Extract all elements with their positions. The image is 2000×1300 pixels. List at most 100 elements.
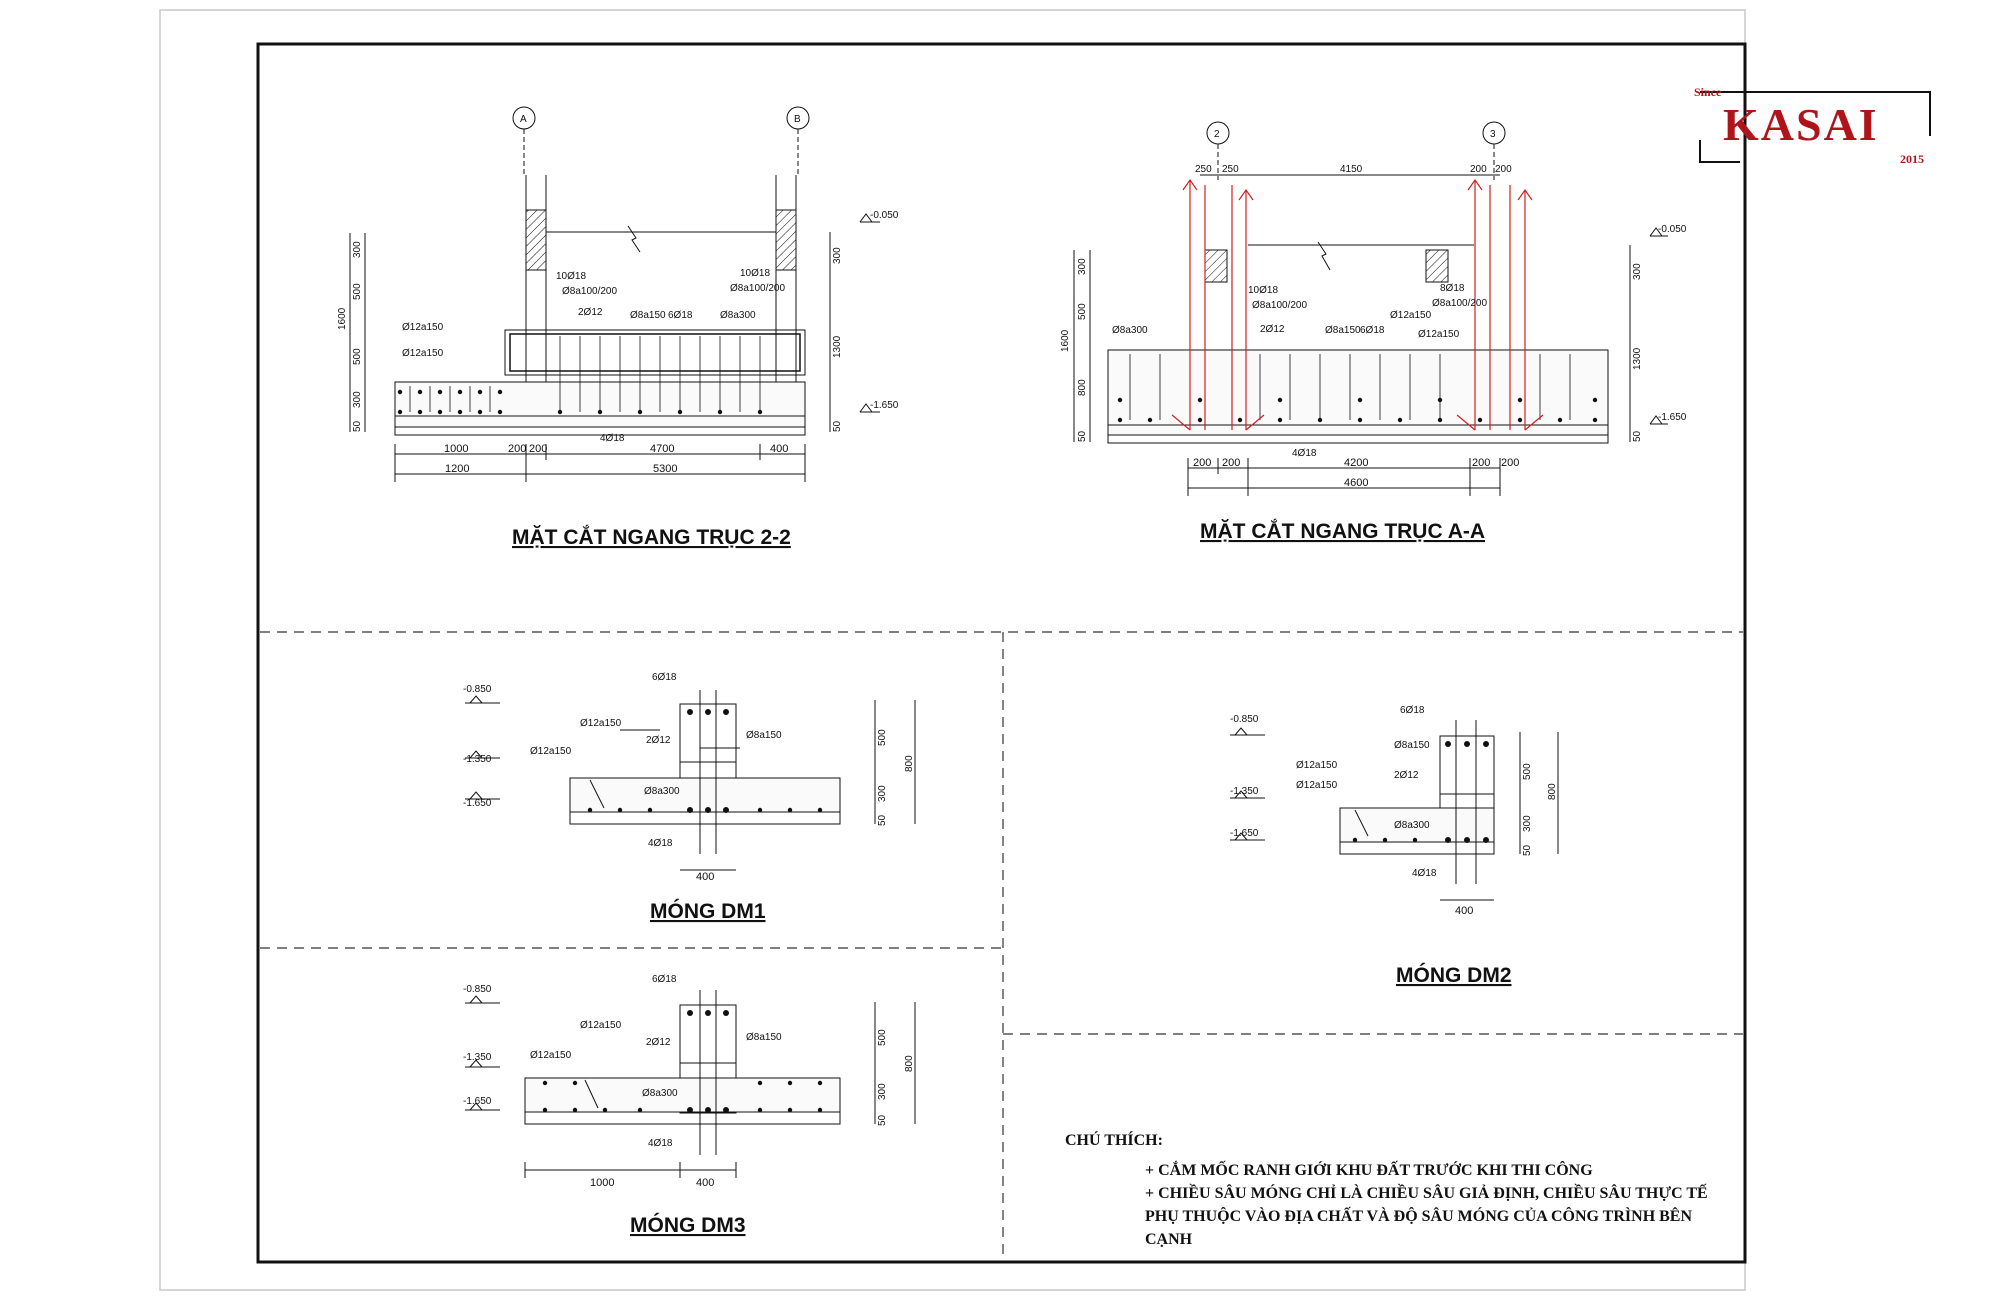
rebar-label: 6Ø18 — [1400, 705, 1425, 716]
notes-line-3: PHỤ THUỘC VÀO ĐỊA CHẤT VÀ ĐỘ SÂU MÓNG CỦ… — [1145, 1206, 1692, 1225]
dim-label: 500 — [352, 348, 363, 365]
dim-label: 500 — [877, 1029, 888, 1046]
rebar-label: 4Ø18 — [1412, 868, 1437, 879]
rebar-label: 2Ø12 — [646, 1037, 671, 1048]
dim-label: 50 — [352, 420, 363, 432]
rebar-label: Ø12a150 — [1390, 310, 1432, 321]
dim-label: 4600 — [1344, 477, 1368, 489]
dm3-title: MÓNG DM3 — [630, 1213, 746, 1237]
dim-label: 50 — [1632, 430, 1643, 442]
rebar-label: Ø12a150 — [402, 348, 444, 359]
rebar-label: Ø8a100/200 — [1432, 298, 1487, 309]
dim-label: 200 — [1193, 457, 1211, 469]
axis-2-label: 2 — [1214, 129, 1220, 140]
dim-label: 200 — [1470, 164, 1487, 175]
rebar-label: Ø8a100/200 — [1252, 300, 1307, 311]
rebar-label: 6Ø18 — [652, 672, 677, 683]
dim-label: 400 — [696, 871, 714, 883]
dim-label: 4700 — [650, 443, 674, 455]
rebar-label: Ø8a150 — [746, 1032, 782, 1043]
logo-since: Since — [1694, 85, 1722, 99]
rebar-label: Ø12a150 — [530, 1050, 572, 1061]
dim-label: 50 — [1077, 430, 1088, 442]
drawing-frame — [256, 42, 1747, 1264]
rebar-label: Ø12a150 — [1418, 329, 1460, 340]
rebar-label: Ø8a100/200 — [562, 286, 617, 297]
dim-label: 400 — [1455, 905, 1473, 917]
dm2-drawing — [1230, 720, 1559, 901]
rebar-label: Ø12a150 — [402, 322, 444, 333]
rebar-label: Ø12a150 — [580, 1020, 622, 1031]
level-label: -1.650 — [1230, 828, 1259, 839]
dim-label: 4200 — [1344, 457, 1368, 469]
dm1-dots — [587, 709, 823, 813]
level-label: -1.650 — [463, 1096, 492, 1107]
rebar-label: Ø8a100/200 — [730, 283, 785, 294]
section-a-a-dots — [1117, 397, 1598, 423]
dim-label: 300 — [352, 391, 363, 408]
section-a-a-title: MẶT CẮT NGANG TRỤC A-A — [1200, 519, 1485, 543]
rebar-label: 6Ø18 — [652, 974, 677, 985]
axis-3-label: 3 — [1490, 129, 1496, 140]
dim-label: 300 — [877, 785, 888, 802]
level-label: -0.850 — [463, 684, 492, 695]
dim-label: 1600 — [337, 307, 348, 330]
level-top: -0.050 — [1658, 224, 1687, 235]
dim-label: 300 — [1522, 815, 1533, 832]
rebar-label: 10Ø18 — [556, 271, 586, 282]
level-label: -0.850 — [463, 984, 492, 995]
dim-label: 300 — [1632, 263, 1643, 280]
rebar-label: Ø12a150 — [1296, 760, 1338, 771]
dim-label: 400 — [696, 1177, 714, 1189]
rebar-label: 8Ø18 — [1440, 283, 1465, 294]
dm3-labels: 6Ø18 Ø12a150 2Ø12 Ø8a150 Ø12a150 Ø8a300 … — [463, 974, 915, 1237]
dim-label: 1000 — [590, 1177, 614, 1189]
logo-year: 2015 — [1900, 152, 1924, 166]
dim-label: 500 — [877, 729, 888, 746]
dim-label: 50 — [877, 814, 888, 826]
dim-label: 1200 — [445, 463, 469, 475]
rebar-label: 4Ø18 — [1292, 448, 1317, 459]
dim-label: 1300 — [1632, 347, 1643, 370]
dim-label: 200 — [1472, 457, 1490, 469]
dim-label: 800 — [1077, 379, 1088, 396]
level-label: -1.350 — [463, 754, 492, 765]
dim-label: 800 — [904, 755, 915, 772]
rebar-label: 2Ø12 — [1260, 324, 1285, 335]
rebar-label: Ø12a150 — [530, 746, 572, 757]
logo-name: KASAI — [1723, 99, 1879, 150]
dim-label: 300 — [352, 241, 363, 258]
level-top: -0.050 — [870, 210, 899, 221]
rebar-label: 6Ø18 — [1360, 325, 1385, 336]
notes-line-4: CẠNH — [1145, 1231, 1193, 1248]
section-2-2-labels: A B -0.050 -1.650 10Ø18 Ø8a100/200 2Ø12 … — [337, 114, 899, 549]
dim-label: 500 — [352, 283, 363, 300]
dim-label: 800 — [1547, 783, 1558, 800]
rebar-label: 2Ø12 — [578, 307, 603, 318]
rebar-label: Ø8a150 — [1325, 325, 1361, 336]
dm2-title: MÓNG DM2 — [1396, 963, 1512, 987]
rebar-label: 10Ø18 — [1248, 285, 1278, 296]
dim-label: 4150 — [1340, 164, 1363, 175]
dim-label: 50 — [1522, 844, 1533, 856]
dm1-drawing — [465, 690, 916, 871]
dim-label: 1000 — [444, 443, 468, 455]
rebar-label: 4Ø18 — [600, 433, 625, 444]
rebar-label: Ø12a150 — [580, 718, 622, 729]
dm2-dots — [1352, 741, 1489, 843]
dim-label: 300 — [832, 247, 843, 264]
rebar-label: Ø8a300 — [644, 786, 680, 797]
rebar-label: 10Ø18 — [740, 268, 770, 279]
level-label: -1.350 — [1230, 786, 1259, 797]
axis-b-label: B — [794, 114, 801, 125]
dim-label: 1600 — [1060, 329, 1071, 352]
level-label: -0.850 — [1230, 714, 1259, 725]
rebar-label: 2Ø12 — [646, 735, 671, 746]
dm1-title: MÓNG DM1 — [650, 899, 766, 923]
dm3-drawing — [465, 990, 916, 1178]
dim-label: 500 — [1077, 303, 1088, 320]
dim-label: 800 — [904, 1055, 915, 1072]
rebar-label: Ø8a150 — [746, 730, 782, 741]
notes-line-1: + CẮM MỐC RANH GIỚI KHU ĐẤT TRƯỚC KHI TH… — [1145, 1159, 1593, 1179]
